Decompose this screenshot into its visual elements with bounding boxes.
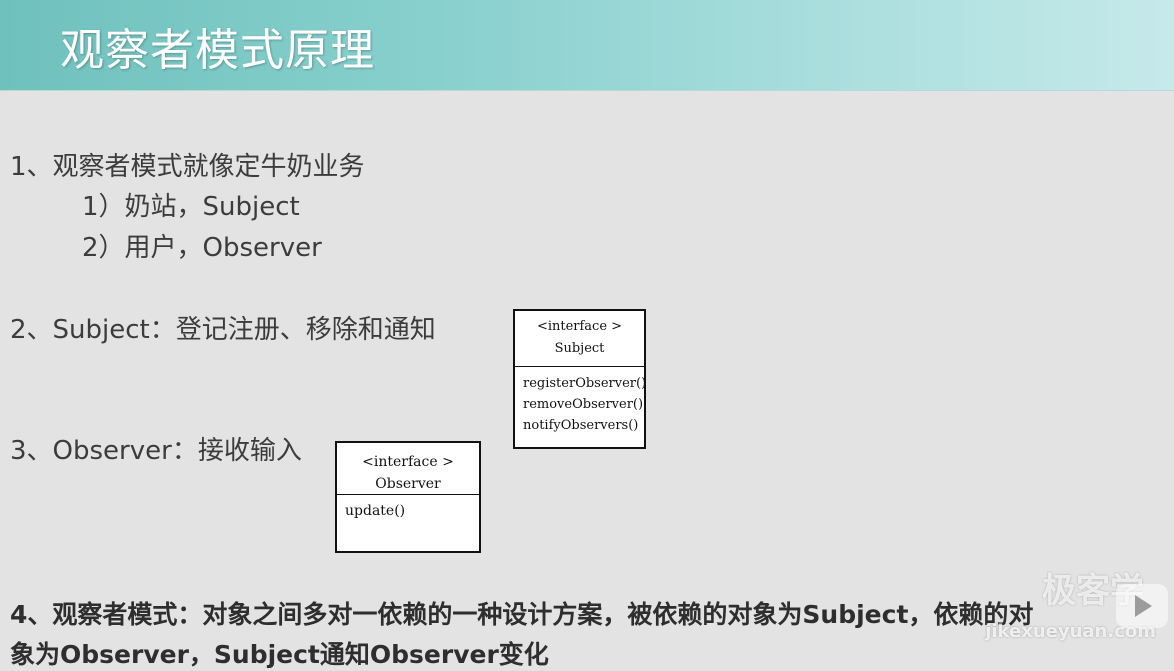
observer-name: Observer <box>375 476 441 492</box>
observer-uml-header: <interface > Observer <box>337 443 479 495</box>
slide-title: 观察者模式原理 <box>60 25 375 76</box>
observer-uml-box: <interface > Observer update() <box>335 441 481 553</box>
observer-op: update() <box>345 503 406 519</box>
subject-op: registerObserver() <box>523 376 647 391</box>
item-1: 1、观察者模式就像定牛奶业务 <box>10 152 365 182</box>
subject-operations: registerObserver() removeObserver() noti… <box>515 367 647 440</box>
watermark-url: jikexueyuan.com <box>985 621 1156 642</box>
slide-header: 观察者模式原理 <box>0 0 1174 91</box>
subject-uml-box: <interface > Subject registerObserver() … <box>513 309 646 449</box>
item-4-line-2: 象为Observer，Subject通知Observer变化 <box>10 640 549 669</box>
item-3: 3、Observer：接收输入 <box>10 436 302 466</box>
item-2: 2、Subject：登记注册、移除和通知 <box>10 315 436 345</box>
item-1-sub-2: 2）用户，Observer <box>82 233 322 263</box>
observer-stereotype: <interface > <box>362 454 454 470</box>
subject-op: removeObserver() <box>523 397 644 412</box>
subject-op: notifyObservers() <box>523 418 639 433</box>
subject-uml-header: <interface > Subject <box>515 311 644 367</box>
play-icon[interactable] <box>1116 584 1168 628</box>
observer-operations: update() <box>337 495 479 526</box>
item-4-line-1: 4、观察者模式：对象之间多对一依赖的一种设计方案，被依赖的对象为Subject，… <box>10 600 1034 629</box>
subject-name: Subject <box>554 341 605 356</box>
item-1-sub-1: 1）奶站，Subject <box>82 192 300 222</box>
subject-stereotype: <interface > <box>536 319 623 334</box>
